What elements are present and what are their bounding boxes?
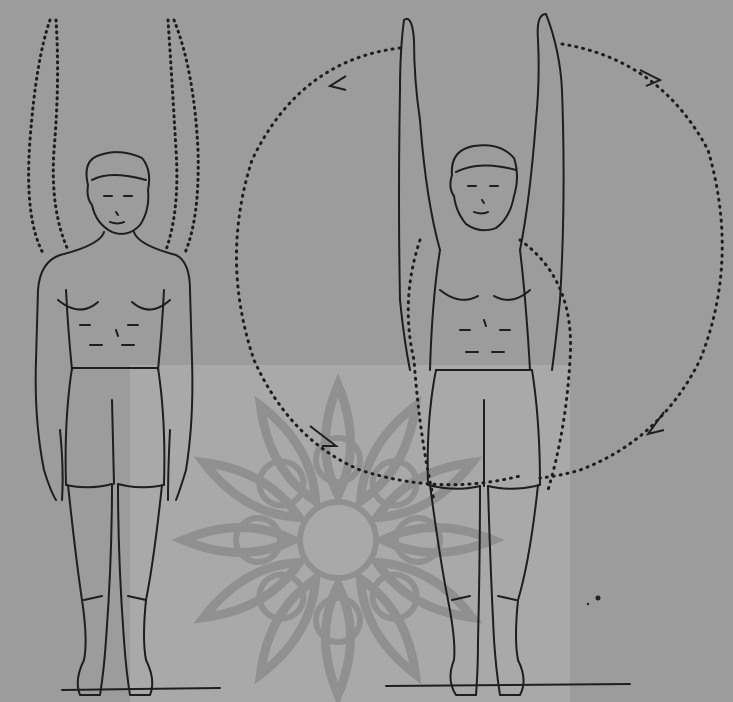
left-figure-head — [87, 152, 150, 234]
ink-speck — [596, 596, 601, 601]
motion-path-arms-down — [29, 20, 199, 255]
arrow-icon — [648, 412, 664, 434]
arrow-icon — [330, 76, 346, 90]
arrow-icon — [640, 70, 660, 86]
